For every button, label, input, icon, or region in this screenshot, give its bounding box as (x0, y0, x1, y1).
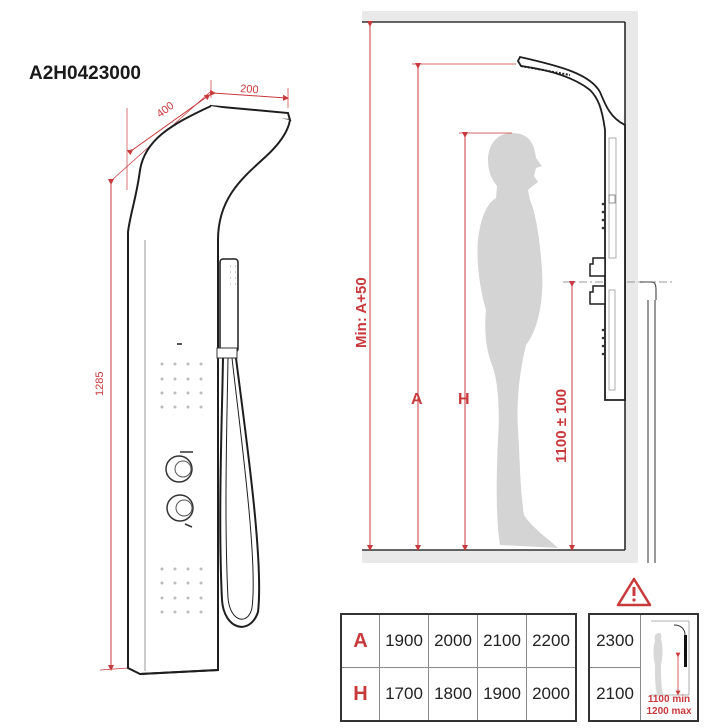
person-silhouette (477, 133, 558, 548)
table-row: A 1900 2000 2100 2200 (340, 613, 577, 668)
row-header-a: A (340, 613, 380, 668)
table-cell: 1800 (428, 667, 478, 722)
label-h: H (458, 391, 470, 408)
dim-height-label: 1285 (94, 372, 106, 396)
dim-depth-label: 400 (155, 100, 177, 121)
shower-panel-perspective (99, 80, 292, 676)
shower-panel-side (516, 55, 626, 401)
table-cell: 1900 (379, 613, 429, 668)
table-row: 2300 1100 min 1200 max (588, 613, 699, 722)
model-code: A2H0423000 (29, 63, 141, 84)
table-cell: 1900 (477, 667, 527, 722)
table-cell: 2100 (477, 613, 527, 668)
range-max-label: 1200 max (646, 706, 692, 717)
table-cell: 2200 (526, 613, 577, 668)
table-cell: 2300 (588, 613, 641, 668)
thermostat-knob-icon (165, 451, 193, 483)
range-min-label: 1100 min (647, 694, 691, 705)
label-mixer-height: 1100 ± 100 (553, 389, 570, 463)
table-cell: 2000 (526, 667, 577, 722)
height-table: A 1900 2000 2100 2200 H 1700 1800 1900 2… (340, 613, 577, 722)
hand-shower-icon (216, 258, 261, 628)
body-jets-upper (160, 362, 203, 409)
label-min-height: Min: A+50 (353, 277, 370, 348)
table-cell: 2000 (428, 613, 478, 668)
mini-diagram-icon (651, 620, 690, 696)
body-jets-lower (160, 567, 203, 614)
row-header-h: H (340, 667, 380, 722)
label-a: A (411, 391, 423, 408)
installation-elevation (362, 11, 672, 563)
table-row: H 1700 1800 1900 2000 (340, 667, 577, 722)
table-cell: 2100 (588, 667, 641, 722)
table-cell: 1700 (379, 667, 429, 722)
dim-width-label: 200 (240, 83, 259, 96)
mini-installation-diagram: 1100 min 1200 max (640, 613, 699, 722)
warning-triangle-icon (616, 577, 652, 607)
diverter-knob-icon (166, 494, 194, 528)
special-height-table: 2300 1100 min 1200 max 2100 (588, 613, 699, 722)
